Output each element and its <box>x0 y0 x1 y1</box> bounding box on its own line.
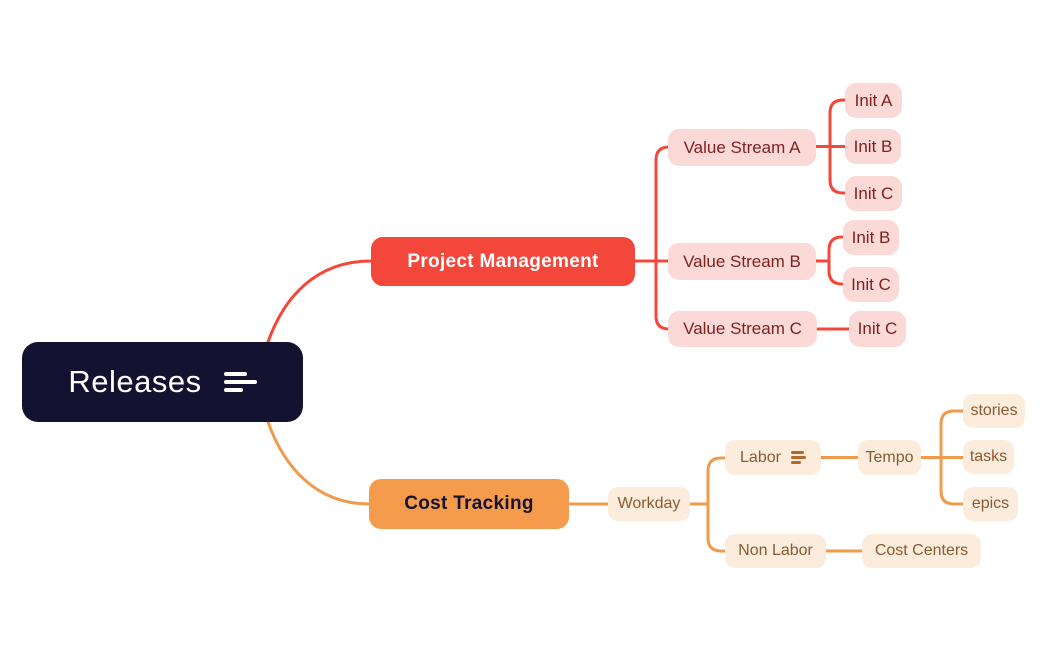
node-non-labor[interactable]: Non Labor <box>725 534 826 568</box>
node-value-stream-c[interactable]: Value Stream C <box>668 311 817 347</box>
node-value-stream-b[interactable]: Value Stream B <box>668 243 816 280</box>
node-tasks-label: tasks <box>969 448 1008 465</box>
branch-cost-tracking-connectors <box>266 409 968 553</box>
branch-project-management-connectors <box>266 98 854 344</box>
node-cost-centers[interactable]: Cost Centers <box>862 534 981 568</box>
node-vsa-init-b-label: Init B <box>853 136 893 156</box>
notes-icon[interactable] <box>790 451 806 464</box>
node-value-stream-a[interactable]: Value Stream A <box>668 129 816 166</box>
node-non-labor-label: Non Labor <box>738 542 813 559</box>
node-releases-label: Releases <box>68 364 202 399</box>
node-value-stream-c-label: Value Stream C <box>683 319 802 338</box>
node-vsa-init-b[interactable]: Init B <box>845 129 901 164</box>
node-tasks[interactable]: tasks <box>963 440 1014 474</box>
node-labor[interactable]: Labor <box>725 440 821 475</box>
node-vsc-init-c[interactable]: Init C <box>849 311 906 347</box>
node-project-management-label: Project Management <box>407 250 599 272</box>
node-value-stream-a-label: Value Stream A <box>683 137 801 157</box>
node-stories[interactable]: stories <box>963 394 1025 428</box>
node-vsb-init-b-label: Init B <box>851 227 891 247</box>
node-epics[interactable]: epics <box>963 487 1018 521</box>
node-labor-label: Labor <box>740 448 781 466</box>
node-stories-label: stories <box>970 402 1018 419</box>
node-workday-label: Workday <box>617 495 681 512</box>
node-vsb-init-c-label: Init C <box>851 274 891 294</box>
node-vsa-init-a[interactable]: Init A <box>845 83 902 118</box>
node-cost-tracking-label: Cost Tracking <box>404 493 534 514</box>
notes-icon[interactable] <box>223 372 257 392</box>
node-vsb-init-b[interactable]: Init B <box>843 220 899 255</box>
node-tempo[interactable]: Tempo <box>858 440 921 475</box>
node-vsa-init-c-label: Init C <box>853 183 894 203</box>
node-tempo-label: Tempo <box>865 448 914 466</box>
node-workday[interactable]: Workday <box>608 487 690 521</box>
node-cost-tracking[interactable]: Cost Tracking <box>369 479 569 529</box>
node-vsc-init-c-label: Init C <box>857 319 898 338</box>
node-value-stream-b-label: Value Stream B <box>683 251 801 271</box>
node-epics-label: epics <box>971 495 1010 512</box>
node-vsa-init-a-label: Init A <box>854 90 893 110</box>
node-project-management[interactable]: Project Management <box>371 237 635 286</box>
node-vsa-init-c[interactable]: Init C <box>845 176 902 211</box>
node-releases[interactable]: Releases <box>22 342 303 422</box>
node-cost-centers-label: Cost Centers <box>874 542 969 559</box>
node-vsb-init-c[interactable]: Init C <box>843 267 899 302</box>
